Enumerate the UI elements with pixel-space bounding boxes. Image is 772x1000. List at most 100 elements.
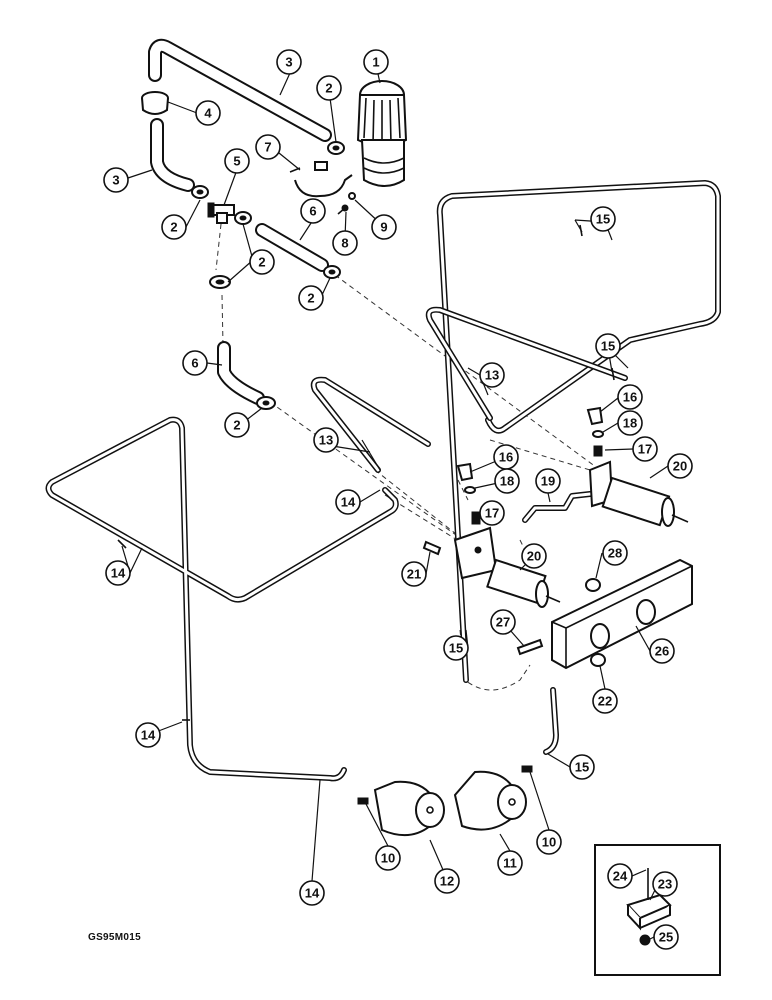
svg-text:19: 19 — [541, 474, 555, 489]
tee-fitting — [207, 202, 235, 224]
svg-text:14: 14 — [305, 886, 320, 901]
line-19-tube — [522, 491, 593, 523]
svg-text:3: 3 — [112, 173, 119, 188]
callout-13: 13 — [479, 362, 505, 388]
callout-16: 16 — [617, 384, 643, 410]
svg-text:23: 23 — [658, 877, 672, 892]
callout-3: 3 — [103, 167, 129, 193]
callout-9: 9 — [371, 214, 397, 240]
svg-text:2: 2 — [307, 291, 314, 306]
svg-text:8: 8 — [341, 236, 348, 251]
screw-and-washer — [337, 192, 356, 215]
fittings-10 — [357, 765, 533, 805]
svg-text:21: 21 — [407, 567, 421, 582]
svg-text:2: 2 — [170, 220, 177, 235]
callout-21: 21 — [401, 561, 427, 587]
line-13-upper — [425, 306, 628, 421]
svg-text:3: 3 — [285, 55, 292, 70]
svg-text:10: 10 — [542, 835, 556, 850]
callout-11: 11 — [497, 850, 523, 876]
assembly-guide-lines — [215, 214, 601, 691]
callout-14: 14 — [135, 722, 161, 748]
svg-text:22: 22 — [598, 694, 612, 709]
svg-text:26: 26 — [655, 644, 669, 659]
callout-23: 23 — [652, 871, 678, 897]
svg-text:14: 14 — [341, 495, 356, 510]
drawing-code: GS95M015 — [88, 932, 141, 943]
hose-lower-3 — [150, 118, 195, 192]
hose-upper-3 — [148, 38, 332, 142]
svg-text:6: 6 — [309, 204, 316, 219]
callout-14: 14 — [105, 560, 131, 586]
bolt-27 — [516, 638, 544, 656]
callout-10: 10 — [375, 845, 401, 871]
callout-15: 15 — [590, 206, 616, 232]
clamp-detail-inset — [594, 844, 721, 976]
svg-text:2: 2 — [258, 255, 265, 270]
bolt-21 — [422, 540, 442, 556]
svg-text:17: 17 — [485, 506, 499, 521]
svg-text:20: 20 — [673, 459, 687, 474]
callout-8: 8 — [332, 230, 358, 256]
hose-clamps — [191, 141, 345, 410]
svg-text:16: 16 — [623, 390, 637, 405]
callout-2: 2 — [224, 412, 250, 438]
callout-7: 7 — [255, 134, 281, 160]
elbow-fittings — [456, 406, 604, 482]
plug — [141, 91, 169, 115]
adapters — [471, 445, 603, 525]
svg-text:7: 7 — [264, 140, 271, 155]
svg-text:12: 12 — [440, 874, 454, 889]
mounting-plate — [551, 558, 693, 670]
callout-13: 13 — [313, 427, 339, 453]
line-15-lower — [543, 687, 559, 755]
callout-16: 16 — [493, 444, 519, 470]
svg-text:13: 13 — [485, 368, 499, 383]
callout-28: 28 — [602, 540, 628, 566]
svg-text:2: 2 — [325, 81, 332, 96]
cylinder-lower — [453, 526, 561, 608]
svg-text:18: 18 — [623, 416, 637, 431]
callout-6: 6 — [300, 198, 326, 224]
svg-text:27: 27 — [496, 615, 510, 630]
svg-text:28: 28 — [608, 546, 622, 561]
callout-12: 12 — [434, 868, 460, 894]
callout-3: 3 — [276, 49, 302, 75]
callout-2: 2 — [298, 285, 324, 311]
svg-text:5: 5 — [233, 154, 240, 169]
svg-text:2: 2 — [233, 418, 240, 433]
callout-27: 27 — [490, 609, 516, 635]
svg-text:15: 15 — [596, 212, 610, 227]
o-rings — [464, 430, 604, 494]
motor-12 — [373, 780, 445, 837]
line-15-right-frame — [436, 180, 721, 683]
callout-20: 20 — [667, 453, 693, 479]
line-14-left-frame — [45, 416, 399, 782]
svg-text:6: 6 — [191, 356, 198, 371]
callout-18: 18 — [494, 468, 520, 494]
nuts — [585, 578, 606, 667]
svg-text:14: 14 — [111, 566, 126, 581]
callout-24: 24 — [607, 863, 633, 889]
callout-15: 15 — [443, 635, 469, 661]
motor-11 — [453, 770, 527, 831]
callout-10: 10 — [536, 829, 562, 855]
callout-14: 14 — [335, 489, 361, 515]
svg-text:25: 25 — [659, 930, 673, 945]
svg-text:24: 24 — [613, 869, 628, 884]
callout-26: 26 — [649, 638, 675, 664]
callout-2: 2 — [249, 249, 275, 275]
svg-text:9: 9 — [380, 220, 387, 235]
svg-text:4: 4 — [204, 106, 212, 121]
callout-15: 15 — [569, 754, 595, 780]
svg-text:13: 13 — [319, 433, 333, 448]
svg-text:15: 15 — [449, 641, 463, 656]
svg-text:16: 16 — [499, 450, 513, 465]
svg-text:11: 11 — [503, 856, 517, 871]
svg-text:14: 14 — [141, 728, 156, 743]
callout-4: 4 — [195, 100, 221, 126]
line-13-lower — [310, 376, 431, 473]
callout-15: 15 — [595, 333, 621, 359]
callout-20: 20 — [521, 543, 547, 569]
